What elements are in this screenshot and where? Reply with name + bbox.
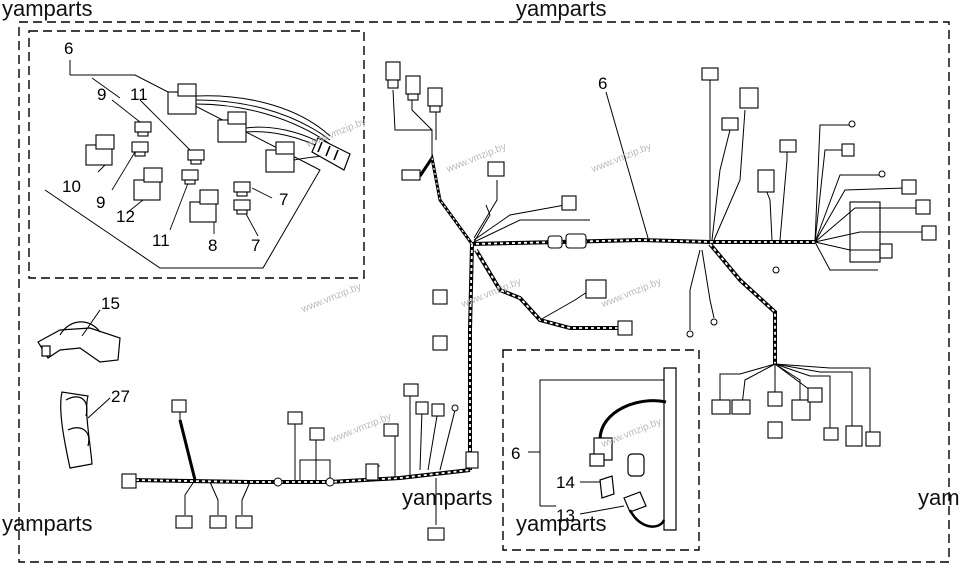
outer-frame	[18, 21, 950, 563]
watermark-right-edge: yam	[918, 485, 960, 510]
callout-13: 13	[556, 506, 575, 525]
callout-inset-6: 6	[64, 39, 73, 58]
watermark-top-center: yamparts	[516, 0, 607, 21]
callout-main-6: 6	[598, 74, 607, 93]
inset-sheath	[311, 137, 351, 171]
inset-outline	[44, 74, 321, 269]
callout-inset-9-bottom: 9	[96, 193, 105, 212]
inset-wires	[195, 95, 331, 161]
inset-leaders	[91, 77, 273, 237]
callout-27: 27	[111, 387, 130, 406]
callout-15: 15	[101, 294, 120, 313]
inset-connectors-box	[28, 30, 365, 279]
callout-inset-11-top: 11	[130, 85, 148, 104]
watermark-bottom-center: yamparts	[516, 511, 607, 536]
callout-inset-10: 10	[62, 177, 81, 196]
callout-inset-12: 12	[116, 207, 135, 226]
clip-27	[60, 391, 93, 469]
callout-14: 14	[556, 473, 575, 492]
callout-inset-11-bottom: 11	[152, 231, 170, 250]
lower-6-bracket	[539, 379, 664, 506]
main-harness	[129, 154, 815, 484]
watermark-top-left: yamparts	[2, 0, 93, 21]
lower-inset-parts	[589, 367, 677, 531]
terminals	[273, 120, 886, 487]
clamp-15	[37, 321, 121, 363]
watermark-center: yamparts	[402, 485, 493, 510]
inset-lower-box	[502, 349, 700, 551]
watermark-bottom-left: yamparts	[2, 511, 93, 536]
callout-inset-7-right: 7	[279, 190, 288, 209]
inset-connectors	[85, 83, 295, 223]
branch-wires	[179, 78, 925, 525]
callout-inset-8: 8	[208, 236, 217, 255]
callout-inset-9-top: 9	[97, 85, 106, 104]
main-6-leader	[605, 91, 649, 239]
harness-connectors	[121, 61, 937, 541]
callout-inset-7-bottom: 7	[251, 236, 260, 255]
callout-lower-6: 6	[511, 444, 520, 463]
